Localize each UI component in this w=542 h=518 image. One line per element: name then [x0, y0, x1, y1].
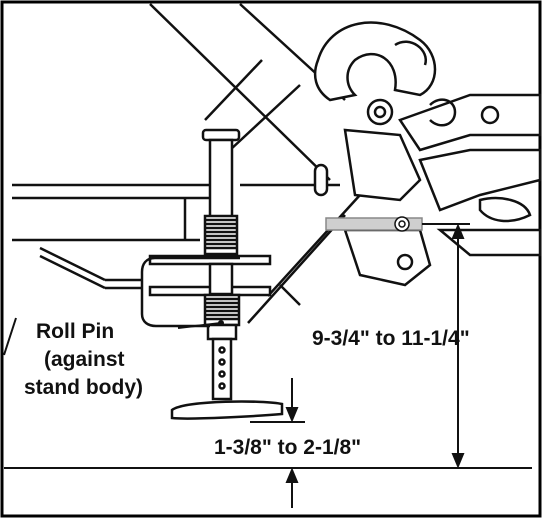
upper-spring [203, 214, 239, 256]
coupler-pin [325, 216, 423, 232]
roll-pin-leader [177, 320, 224, 329]
frame-accent [3, 317, 17, 356]
label-upper-dimension: 9-3/4" to 11-1/4" [312, 327, 470, 350]
label-roll-pin-line2: (against [44, 348, 125, 371]
jack-stand [148, 128, 284, 420]
label-roll-pin-line3: stand body) [24, 376, 143, 399]
dimension-lines [4, 223, 532, 508]
trailer-frame [12, 183, 340, 242]
coupler-hook [313, 21, 542, 287]
handle-bracket [39, 246, 240, 328]
lower-spring [203, 293, 241, 327]
label-roll-pin-line1: Roll Pin [36, 320, 114, 343]
label-lower-dimension: 1-3/8" to 2-1/8" [214, 436, 361, 459]
